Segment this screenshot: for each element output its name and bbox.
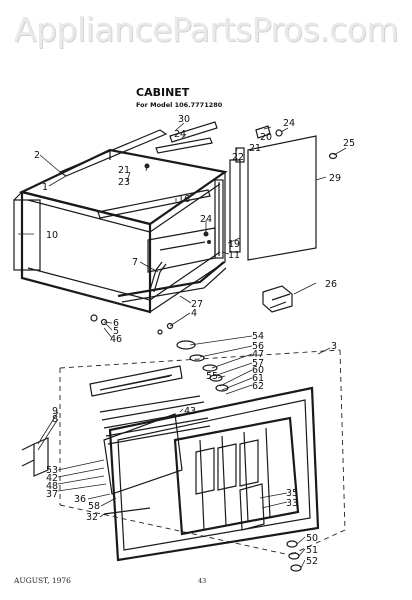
callout-57: 57 [252,358,264,369]
callout-24c: 24 [200,214,212,225]
hardware-parts [90,125,338,335]
callout-29: 29 [329,173,341,184]
callout-21a: 21 [249,143,261,154]
footer-page: 43 [198,577,206,585]
callout-48: 48 [46,481,58,492]
callout-60: 60 [252,365,264,376]
watermark-text: AppliancePartsPros.com [13,10,399,49]
callout-42: 42 [46,473,58,484]
diagram-title: CABINET [136,86,190,99]
footer-date: AUGUST, 1976 [13,576,71,585]
callout-24b: 24 [283,118,295,129]
callout-2: 2 [34,150,40,161]
callout-62: 62 [252,381,264,392]
callout-20: 20 [260,132,272,143]
diagram-subtitle: For Model 106.7771280 [136,101,223,109]
cabinet-shell [13,148,228,314]
callout-21b: 21 [118,165,130,176]
callout-35: 35 [286,488,298,499]
callout-23: 23 [118,177,130,188]
callout-11: 11 [228,250,240,261]
callout-32: 32 [86,512,98,523]
callout-6: 6 [113,318,119,329]
callout-19: 19 [228,239,240,250]
callout-22: 22 [232,152,244,163]
air-filter [247,135,317,261]
callout-27: 27 [191,299,203,310]
callout-43: 43 [184,406,196,417]
callout-30: 30 [178,114,190,125]
callout-51: 51 [306,545,318,556]
callout-53: 53 [46,465,58,476]
callout-56: 56 [252,341,264,352]
callout-46: 46 [110,334,122,345]
callout-26: 26 [325,279,337,290]
leader-lines [18,122,347,569]
callout-5: 5 [113,326,119,337]
front-assembly-outline [59,349,346,556]
callout-36: 36 [74,494,86,505]
callout-50: 50 [306,533,318,544]
callout-4: 4 [191,308,197,319]
watermark-banner: AppliancePartsPros.com [0,0,412,58]
top-rails [58,121,218,219]
side-channels [214,147,245,259]
callout-1: 1 [42,182,48,193]
callout-33: 33 [286,498,298,509]
callout-37: 37 [46,489,58,500]
callout-9: 9 [52,406,58,417]
callout-55: 55 [206,371,218,382]
callout-47: 47 [252,349,264,360]
callout-52: 52 [306,556,318,567]
callout-10: 10 [46,230,58,241]
front-grille-assembly [21,340,320,572]
callout-7: 7 [132,257,138,268]
callout-labels: 30 24 20 24 21 22 25 2 21 23 1 16 29 10 … [34,114,355,567]
callout-61: 61 [252,373,264,384]
callout-58: 58 [88,501,100,512]
callout-16: 16 [178,194,190,205]
callout-8: 8 [52,414,58,425]
callout-3: 3 [331,341,337,352]
callout-54: 54 [252,331,264,342]
callout-24a: 24 [174,129,186,140]
callout-25: 25 [343,138,355,149]
